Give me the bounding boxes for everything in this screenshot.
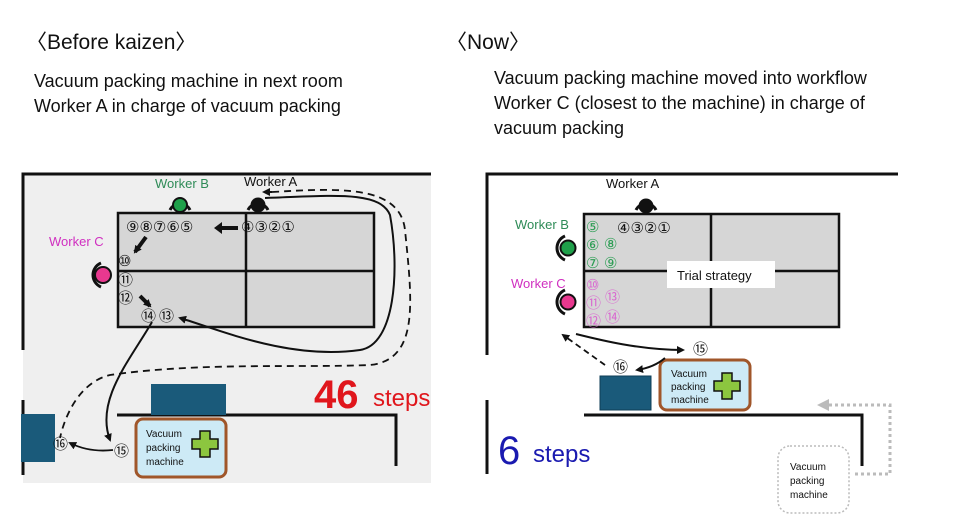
now-worker-a-label: Worker A (606, 176, 660, 191)
before-worker-b: Worker B (155, 176, 209, 213)
now-step-5: ⑤ (586, 219, 599, 236)
now-worker-b-label: Worker B (515, 217, 569, 232)
before-path-dashed (59, 189, 412, 439)
before-steps-count: 46 (314, 373, 359, 417)
now-step-6: ⑥ (586, 237, 599, 254)
before-step-11: ⑪ (118, 272, 133, 289)
now-cart (599, 375, 652, 411)
now-wall-top (485, 172, 898, 355)
now-description-line-1: Vacuum packing machine moved into workfl… (494, 68, 867, 88)
now-machine-label-3: machine (671, 395, 709, 406)
before-worker-b-label: Worker B (155, 176, 209, 191)
before-step-12: ⑫ (118, 290, 133, 307)
before-step-10: ⑩ (118, 253, 131, 270)
now-path-to-16 (635, 357, 666, 374)
now-worker-a: Worker A (606, 176, 660, 214)
now-worker-b: Worker B (515, 217, 577, 262)
now-machine-label-1: Vacuum (671, 369, 707, 380)
before-worker-c-label: Worker C (49, 234, 104, 249)
trial-strategy-label: Trial strategy (677, 268, 752, 283)
before-description-line-2: Worker A in charge of vacuum packing (34, 96, 341, 116)
now-step-13: ⑬ (605, 289, 620, 306)
before-wall-top (21, 172, 431, 350)
now-machine-label-2: packing (671, 382, 705, 393)
now-steps-label: steps (533, 441, 590, 468)
now-floor-plan: Trial strategy Vacuum packing machine Va… (485, 172, 898, 514)
old-machine-label-1: Vacuum (790, 462, 826, 473)
now-wall-line (584, 413, 864, 466)
before-path-to-machine (104, 321, 153, 442)
before-cart-top (151, 384, 226, 415)
now-path-return (561, 333, 606, 366)
now-steps-count: 6 (498, 429, 520, 473)
now-vacuum-machine: Vacuum packing machine (658, 358, 752, 412)
machine-move-arrow (817, 399, 892, 476)
before-machine-label-2: packing (146, 443, 180, 454)
now-step-numbers: ④③②① ⑤ ⑥ ⑧ ⑦ ⑨ ⑩ ⑪ ⑬ ⑫ ⑭ ⑮ ⑯ (586, 219, 708, 376)
before-cart-left (21, 414, 55, 462)
before-path-a-return (178, 194, 396, 354)
before-step-15: ⑮ (114, 443, 129, 460)
now-step-15: ⑮ (693, 341, 708, 358)
before-vacuum-machine: Vacuum packing machine (134, 417, 228, 479)
now-step-11: ⑪ (586, 295, 601, 312)
before-step-16: ⑯ (53, 436, 68, 453)
now-step-8: ⑧ (604, 236, 617, 253)
now-path-to-15 (575, 333, 685, 354)
before-worker-a: Worker A (244, 174, 298, 213)
before-step-14: ⑭ (141, 308, 156, 325)
now-seq-a: ④③②① (617, 220, 671, 237)
before-arrow-12-to-14 (138, 294, 152, 308)
now-step-14: ⑭ (605, 309, 620, 326)
now-step-7: ⑦ (586, 255, 599, 272)
now-worker-c: Worker C (511, 276, 577, 316)
now-description-line-2: Worker C (closest to the machine) in cha… (494, 93, 865, 113)
old-machine-label-2: packing (790, 476, 824, 487)
before-description: Vacuum packing machine in next room Work… (34, 69, 343, 119)
now-heading: 〈Now〉 (446, 31, 531, 54)
before-worktable (116, 211, 376, 329)
before-step-13: ⑬ (159, 308, 174, 325)
before-seq-a: ④③②① (241, 219, 295, 236)
cross-icon (713, 372, 741, 400)
before-description-line-1: Vacuum packing machine in next room (34, 71, 343, 91)
now-worker-c-label: Worker C (511, 276, 566, 291)
now-description: Vacuum packing machine moved into workfl… (494, 66, 867, 141)
before-worker-c: Worker C (49, 234, 112, 289)
old-machine-label-3: machine (790, 490, 828, 501)
now-old-machine-position: Vacuum packing machine (777, 445, 850, 514)
before-heading: 〈Before kaizen〉 (26, 31, 197, 54)
before-arrow-9-to-10 (133, 235, 148, 254)
before-floor-plan: Vacuum packing machine Worker B Worker A (21, 172, 431, 483)
cross-icon (191, 430, 219, 458)
now-step-16: ⑯ (613, 359, 628, 376)
now-step-12: ⑫ (586, 313, 601, 330)
before-step-numbers: ⑨⑧⑦⑥⑤ ④③②① ⑩ ⑪ ⑫ ⑭ ⑬ ⑮ ⑯ (53, 219, 295, 460)
before-seq-top: ⑨⑧⑦⑥⑤ (126, 219, 193, 236)
before-arrow-4-to-5 (214, 222, 238, 234)
now-description-line-3: vacuum packing (494, 118, 625, 138)
before-path-to-cart (68, 442, 114, 452)
now-step-10: ⑩ (586, 277, 599, 294)
now-step-9: ⑨ (604, 255, 617, 272)
before-machine-label-3: machine (146, 457, 184, 468)
trial-strategy-box (667, 261, 775, 288)
before-machine-label-1: Vacuum (146, 429, 182, 440)
before-worker-a-label: Worker A (244, 174, 298, 189)
before-steps-label: steps (373, 385, 430, 412)
